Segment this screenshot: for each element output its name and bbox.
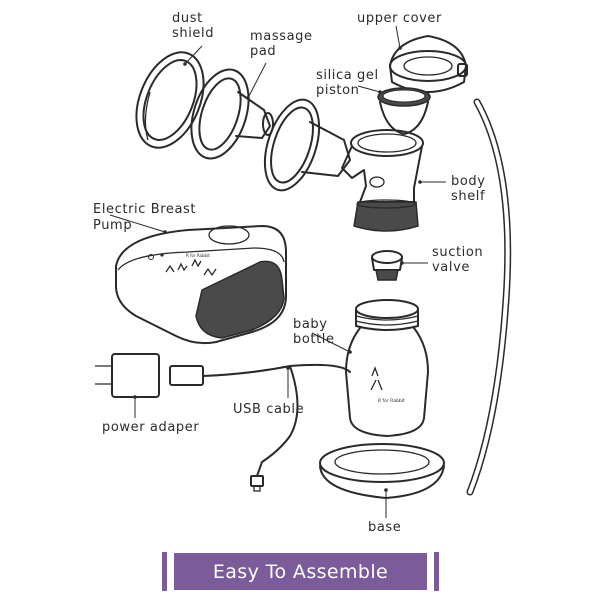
upper-cover-part <box>389 35 468 93</box>
label-usb-cable: USB cable <box>233 402 304 417</box>
banner-text: Easy To Assemble <box>212 560 389 583</box>
baby-bottle-part: R for Rabbit <box>345 299 429 437</box>
breast-funnel-part <box>263 98 351 192</box>
pump-brand-text: R for Rabbit <box>186 253 210 258</box>
massage-pad-part <box>190 68 274 160</box>
suction-valve-part <box>371 250 403 281</box>
leader-lines <box>109 25 446 518</box>
bottle-brand-text: R for Rabbit <box>378 398 405 404</box>
power-adapter-part <box>95 353 204 398</box>
label-power-adapter: power adaper <box>102 420 199 435</box>
label-upper-cover: upper cover <box>357 11 442 26</box>
easy-to-assemble-banner: Easy To Assemble <box>162 552 439 591</box>
usb-cable-part <box>202 363 351 492</box>
base-part <box>319 443 445 499</box>
silica-gel-piston-part <box>377 87 431 135</box>
breast-pump-assembly-diagram: R for Rabbit R for Rabbit <box>93 11 512 535</box>
dust-shield-part <box>135 51 205 149</box>
air-tube-part <box>466 98 512 496</box>
label-base: base <box>368 520 401 535</box>
body-shelf-part <box>341 129 424 232</box>
electric-pump-part: R for Rabbit <box>115 225 287 345</box>
